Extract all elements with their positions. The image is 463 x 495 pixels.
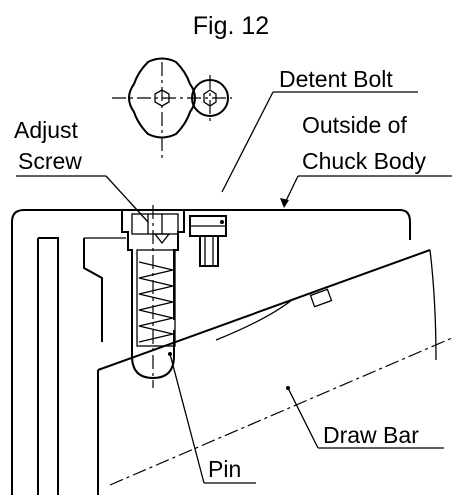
label-chuck-body: Chuck Body	[302, 148, 427, 174]
hex-socket-right	[203, 89, 217, 107]
label-draw-bar: Draw Bar	[323, 422, 419, 448]
leader-adjust-screw	[105, 175, 149, 223]
label-adjust: Adjust	[14, 117, 79, 143]
label-detent-bolt: Detent Bolt	[279, 66, 393, 92]
label-pin: Pin	[208, 456, 241, 482]
leader-pin	[169, 353, 205, 484]
adjust-screw-head-top	[128, 57, 196, 139]
top-view-detail	[112, 57, 232, 160]
detent-bolt-head-top	[191, 79, 229, 117]
detent-bolt-assembly	[189, 215, 227, 267]
hex-socket-left	[154, 89, 170, 107]
leader-draw-bar	[287, 387, 319, 449]
label-outside-of: Outside of	[302, 112, 407, 138]
adjust-screw-assembly	[121, 205, 185, 388]
leader-detent-bolt	[221, 91, 274, 193]
spring	[138, 261, 174, 343]
label-screw: Screw	[18, 148, 82, 174]
draw-bar	[97, 249, 453, 495]
chuck-body-section	[11, 209, 411, 495]
detent-pin	[131, 330, 175, 380]
figure-title: Fig. 12	[193, 12, 269, 40]
